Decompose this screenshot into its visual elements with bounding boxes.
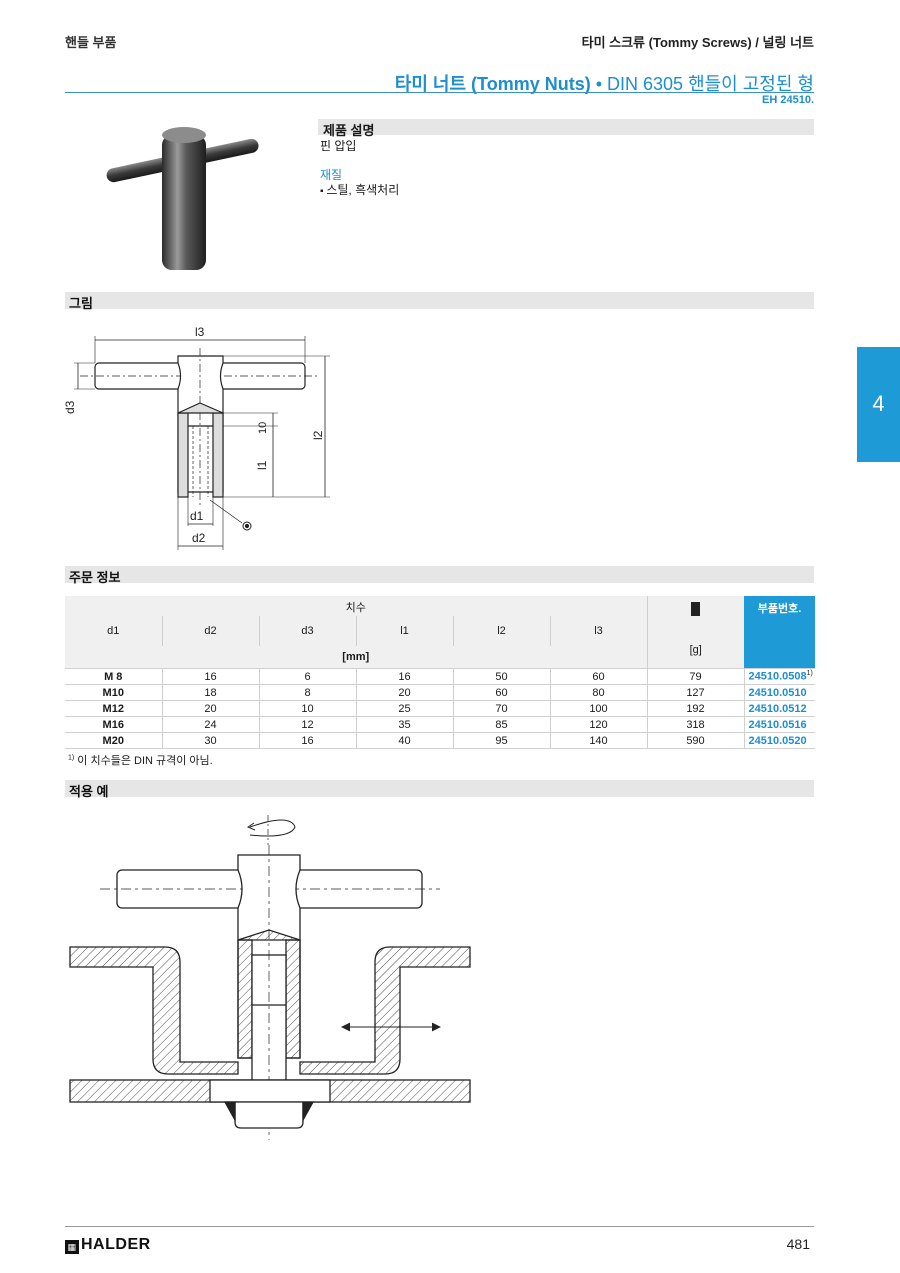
- section-drawing-title: 그림: [69, 296, 93, 311]
- chapter-number: 4: [872, 391, 885, 416]
- col-l1: l1: [356, 616, 454, 646]
- part-number-link[interactable]: 24510.0520: [744, 732, 815, 749]
- brand-logo: ▦HALDER: [65, 1236, 151, 1254]
- section-application-title: 적용 예: [69, 784, 109, 799]
- dim-l2: l2: [311, 430, 325, 440]
- section-order-title: 주문 정보: [69, 570, 121, 585]
- col-d2: d2: [162, 616, 260, 646]
- part-number-link[interactable]: 24510.0512: [744, 700, 815, 717]
- dim-d3: d3: [63, 400, 77, 414]
- part-number-link[interactable]: 24510.05081): [744, 668, 815, 685]
- application-drawing: [69, 815, 471, 1140]
- page-title: 타미 너트 (Tommy Nuts) • DIN 6305 핸들이 고정된 형: [395, 70, 814, 96]
- title-divider: [65, 92, 814, 93]
- dimensions-group-label: 치수: [65, 596, 647, 616]
- dim-10: 10: [257, 422, 269, 434]
- description-heading: 제품 설명: [323, 123, 375, 138]
- title-rest: • DIN 6305 핸들이 고정된 형: [590, 74, 814, 94]
- section-drawing: 그림: [65, 292, 814, 311]
- col-d3: d3: [259, 616, 357, 646]
- col-l3: l3: [550, 616, 647, 646]
- col-l2: l2: [453, 616, 551, 646]
- technical-drawing: l3 d3 10 l1 l2 d1 d2: [63, 325, 330, 550]
- logo-mark-icon: ▦: [65, 1240, 79, 1254]
- unit-g: [g]: [689, 644, 702, 656]
- unit-mm: [mm]: [65, 646, 647, 669]
- page-number: 481: [786, 1236, 810, 1252]
- part-number-header: 부품번호.: [744, 596, 815, 669]
- weight-icon: [691, 602, 701, 616]
- material-label: 재질: [320, 168, 343, 182]
- section-order: 주문 정보: [65, 566, 814, 585]
- header-breadcrumb: 타미 스크류 (Tommy Screws) / 널링 너트: [581, 35, 814, 50]
- dim-l1: l1: [255, 460, 269, 470]
- dim-l3: l3: [195, 325, 205, 339]
- section-application: 적용 예: [65, 780, 814, 799]
- dim-d1: d1: [190, 509, 204, 523]
- footer-divider: [65, 1226, 814, 1227]
- col-d1: d1: [65, 616, 163, 646]
- title-bold: 타미 너트 (Tommy Nuts): [394, 74, 591, 94]
- description-heading-bar: 제품 설명: [318, 119, 814, 138]
- table-footnote: 1) 이 치수들은 DIN 규격이 아님.: [68, 754, 213, 767]
- header-category: 핸들 부품: [65, 35, 117, 50]
- part-number-link[interactable]: 24510.0510: [744, 684, 815, 701]
- description-text: 핀 압입: [320, 139, 357, 153]
- product-code: EH 24510.: [762, 94, 814, 106]
- chapter-tab[interactable]: 4: [857, 347, 900, 462]
- part-number-link[interactable]: 24510.0516: [744, 716, 815, 733]
- dim-d2: d2: [192, 531, 206, 545]
- material-item: 스틸, 흑색처리: [320, 181, 399, 198]
- product-photo: [106, 127, 259, 270]
- weight-column-header: [g]: [646, 596, 744, 669]
